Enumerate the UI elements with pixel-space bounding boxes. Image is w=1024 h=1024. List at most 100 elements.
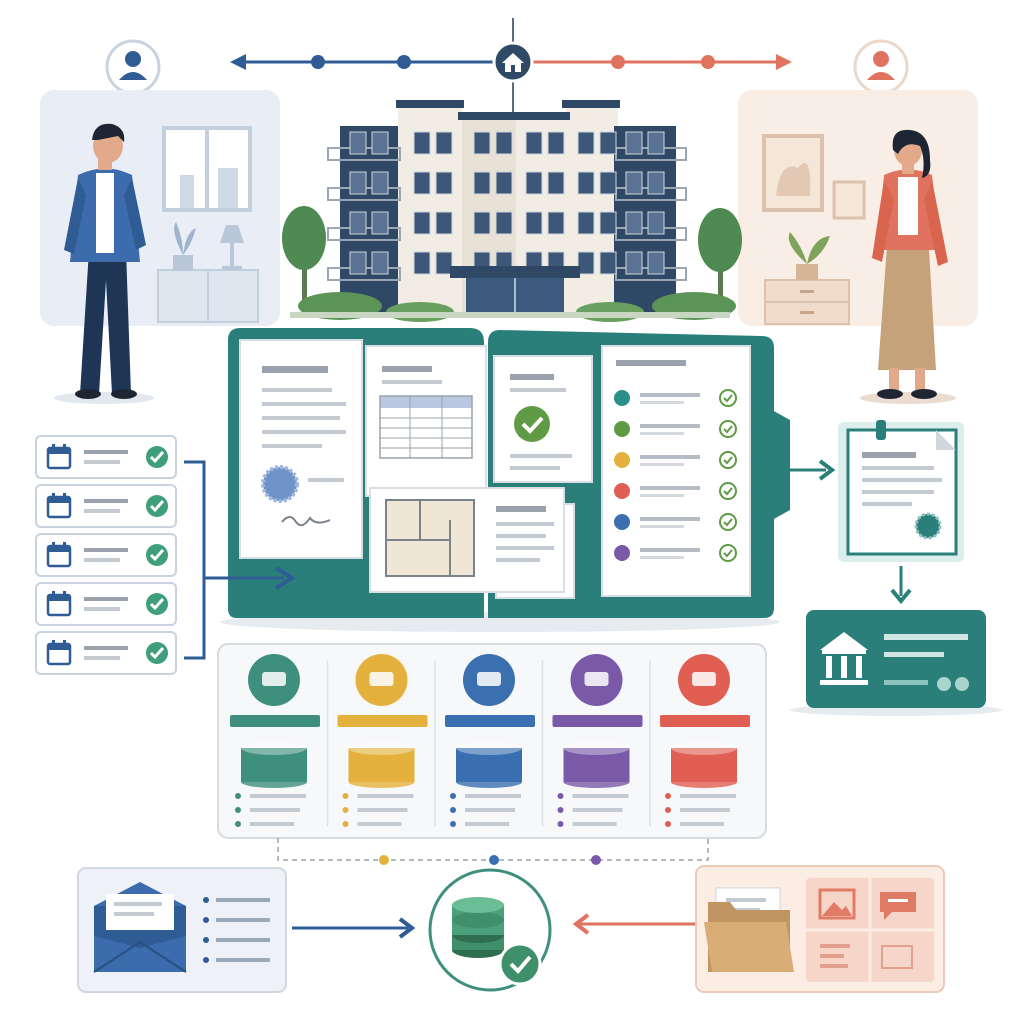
text-line: [680, 794, 736, 798]
text-line: [84, 607, 120, 611]
category-column: [230, 654, 320, 827]
text-line: [250, 808, 300, 812]
status-row: [614, 389, 737, 407]
window: [435, 131, 453, 155]
text-line: [465, 822, 509, 826]
text-line: [640, 486, 700, 490]
window: [647, 171, 665, 195]
window: [371, 211, 389, 235]
central-database: [428, 868, 552, 992]
text-line: [84, 509, 120, 513]
calendar-icon: [46, 640, 72, 666]
bullet: [342, 793, 349, 799]
status-row: [614, 451, 737, 469]
category-bar: [445, 715, 535, 727]
window: [577, 251, 595, 275]
text-line: [640, 455, 700, 459]
checkmark-icon: [146, 446, 168, 468]
arrow-left-head: [230, 54, 246, 70]
deed-to-bank-arrow: [890, 566, 912, 605]
plant-icon: [173, 222, 196, 271]
buyer-scene: [738, 90, 978, 404]
status-checklist: [614, 389, 737, 562]
text-line: [357, 822, 402, 826]
bullet: [342, 821, 349, 827]
document-folder: [220, 328, 790, 632]
person-circle-icon: [105, 39, 161, 95]
status-dot: [614, 545, 630, 561]
window: [473, 171, 491, 195]
bullet: [665, 821, 671, 827]
database-icon: [563, 741, 630, 788]
bullet: [235, 807, 241, 813]
checkmark-icon: [719, 451, 737, 469]
window: [413, 131, 431, 155]
category-bar: [660, 715, 750, 727]
bullet: [235, 793, 241, 799]
checklist-row: [35, 582, 177, 626]
text-line: [357, 794, 414, 798]
text-line: [84, 656, 120, 660]
seal-icon: [261, 465, 299, 503]
window-icon: [162, 126, 252, 212]
checkmark-icon: [719, 389, 737, 407]
building-icon: [463, 654, 515, 706]
dresser: [764, 279, 850, 325]
window: [625, 131, 643, 155]
text-line: [357, 808, 408, 812]
checkmark-icon: [498, 942, 542, 986]
category-columns: [230, 654, 750, 827]
window: [413, 211, 431, 235]
text-line: [84, 597, 128, 601]
person-circle-icon: [853, 39, 909, 95]
bullet: [665, 793, 671, 799]
text-line: [84, 460, 120, 464]
status-dot: [614, 390, 630, 406]
framed-picture-icon: [762, 134, 824, 212]
window: [647, 131, 665, 155]
window: [625, 171, 643, 195]
text-line: [640, 525, 684, 528]
database-icon: [452, 897, 504, 958]
text-line: [250, 822, 294, 826]
bullet: [557, 807, 564, 813]
arrow-right-head: [776, 54, 792, 70]
checklist-connector: [184, 460, 296, 660]
calendar-icon: [46, 444, 72, 470]
status-row: [614, 482, 737, 500]
timeline: [230, 18, 792, 112]
text-line: [640, 424, 700, 428]
window: [599, 251, 617, 275]
window: [473, 131, 491, 155]
text-line: [84, 450, 128, 454]
window: [525, 131, 543, 155]
checklist-row: [35, 435, 177, 479]
clip-icon: [876, 420, 886, 440]
window: [435, 211, 453, 235]
text-line: [216, 918, 270, 922]
category-column: [326, 654, 428, 827]
email-panel: [77, 867, 287, 993]
window: [349, 171, 367, 195]
bullet: [203, 957, 209, 963]
window: [547, 211, 565, 235]
window: [577, 211, 595, 235]
envelope-icon: [93, 882, 187, 973]
bullet: [557, 821, 564, 827]
window: [349, 251, 367, 275]
checklist-row: [35, 533, 177, 577]
seller-scene: [40, 90, 280, 404]
text-line: [640, 548, 700, 552]
window: [495, 211, 513, 235]
window: [647, 211, 665, 235]
checkmark-icon: [719, 544, 737, 562]
bullet: [342, 807, 349, 813]
window: [495, 171, 513, 195]
text-line: [216, 958, 270, 962]
window: [371, 251, 389, 275]
wrench-screwdriver-icon: [248, 654, 300, 706]
window: [599, 131, 617, 155]
window: [577, 131, 595, 155]
task-checklist: [35, 435, 177, 675]
calendar-icon: [46, 591, 72, 617]
